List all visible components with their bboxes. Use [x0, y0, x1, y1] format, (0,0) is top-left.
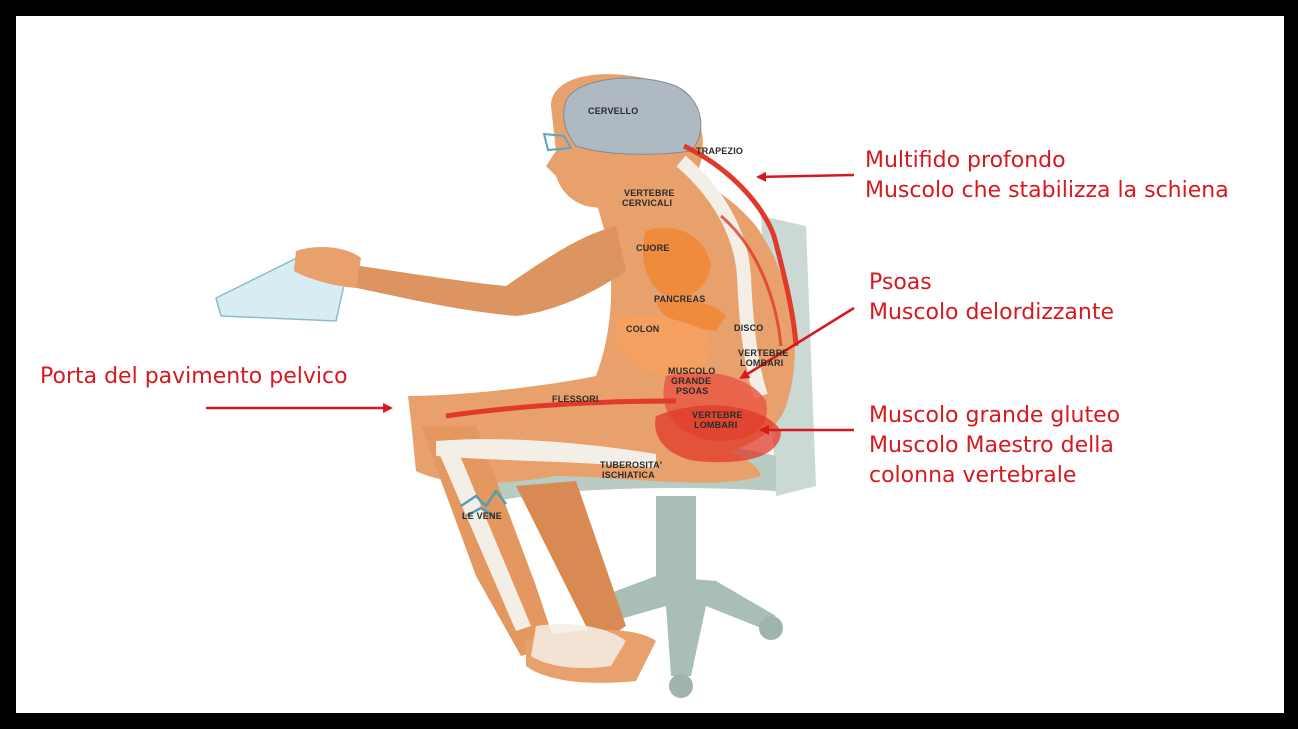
- label-tuberosita-1: TUBEROSITA': [600, 460, 662, 470]
- label-vertebre-cervicali-1: VERTEBRE: [624, 188, 675, 198]
- annotation-multifido: Multifido profondo Muscolo che stabilizz…: [865, 146, 1229, 206]
- chair-post: [656, 496, 696, 586]
- annotation-pelvic-title: Porta del pavimento pelvico: [40, 362, 348, 392]
- label-cervello: CERVELLO: [588, 106, 638, 116]
- annotation-gluteo: Muscolo grande gluteo Muscolo Maestro de…: [869, 401, 1120, 491]
- annotation-multifido-desc: Muscolo che stabilizza la schiena: [865, 176, 1229, 206]
- label-pancreas: PANCREAS: [654, 294, 705, 304]
- label-vertebre-cervicali-2: CERVICALI: [622, 198, 672, 208]
- annotation-psoas-desc: Muscolo delordizzante: [869, 298, 1114, 328]
- chair-wheel: [669, 674, 693, 698]
- arrow-multifido: [758, 175, 854, 177]
- illustration-frame: CERVELLO TRAPEZIO VERTEBRE CERVICALI CUO…: [16, 16, 1284, 713]
- label-le-vene: LE VENE: [462, 511, 502, 521]
- label-tuberosita-2: ISCHIATICA: [602, 470, 655, 480]
- figure-arm: [338, 226, 626, 316]
- annotation-gluteo-desc-1: Muscolo Maestro della: [869, 431, 1120, 461]
- annotation-psoas: Psoas Muscolo delordizzante: [869, 268, 1114, 328]
- label-flessori: FLESSORI: [552, 394, 599, 404]
- label-trapezio: TRAPEZIO: [696, 146, 743, 156]
- annotation-pelvic: Porta del pavimento pelvico: [40, 362, 348, 392]
- label-colon: COLON: [626, 324, 660, 334]
- label-cuore: CUORE: [636, 243, 670, 253]
- label-muscolo-2: GRANDE: [671, 376, 711, 386]
- annotation-gluteo-title: Muscolo grande gluteo: [869, 401, 1120, 431]
- label-disco: DISCO: [734, 323, 764, 333]
- label-vertebre-lombari-b-1: VERTEBRE: [692, 410, 743, 420]
- chair-wheel: [759, 616, 783, 640]
- label-vertebre-lombari-b-2: LOMBARI: [694, 420, 737, 430]
- annotation-multifido-title: Multifido profondo: [865, 146, 1229, 176]
- label-muscolo-1: MUSCOLO: [668, 366, 715, 376]
- label-vertebre-lombari-2: LOMBARI: [740, 358, 783, 368]
- brain: [564, 78, 701, 154]
- label-vertebre-lombari-1: VERTEBRE: [738, 348, 789, 358]
- annotation-psoas-title: Psoas: [869, 268, 1114, 298]
- annotation-gluteo-desc-2: colonna vertebrale: [869, 461, 1120, 491]
- label-muscolo-3: PSOAS: [676, 386, 709, 396]
